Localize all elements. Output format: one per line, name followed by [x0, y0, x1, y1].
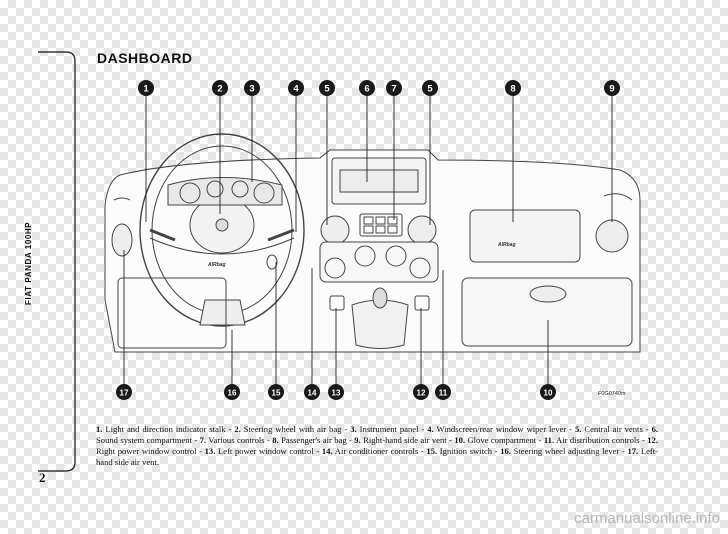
light-stalk — [149, 228, 176, 242]
caption-item-text: Sound system compartment - — [96, 435, 200, 445]
glove-compartment — [461, 277, 633, 347]
callout-top-5: 6 — [359, 80, 375, 96]
caption-item-number: 10. — [454, 435, 466, 445]
svg-text:12: 12 — [417, 388, 426, 397]
callout-bottom-5: 12 — [413, 384, 429, 400]
caption-item-number: 3. — [350, 424, 357, 434]
instrument-panel — [167, 177, 283, 206]
callout-top-3: 4 — [288, 80, 304, 96]
svg-text:15: 15 — [272, 388, 281, 397]
svg-text:10: 10 — [544, 388, 553, 397]
caption-item-text: Steering wheel with air bag - — [240, 424, 351, 434]
caption-item-number: 5. — [574, 424, 582, 434]
caption-item-text: Passenger's air bag - — [278, 435, 355, 445]
caption-item-text: Right power window control - — [96, 446, 205, 456]
svg-text:11: 11 — [439, 388, 448, 397]
callout-top-6: 7 — [386, 80, 402, 96]
svg-text:1: 1 — [143, 83, 149, 94]
svg-text:4: 4 — [293, 83, 299, 94]
callout-bottom-4: 13 — [328, 384, 344, 400]
dashboard-caption: 1. Light and direction indicator stalk -… — [96, 424, 658, 468]
svg-text:9: 9 — [609, 83, 614, 94]
wiper-lever — [267, 228, 295, 242]
caption-item-text: Windscreen/rear window wiper lever - — [433, 424, 575, 434]
svg-text:17: 17 — [120, 388, 129, 397]
caption-item-number: 16. — [500, 446, 511, 456]
figure-code: F0G0740m — [598, 391, 626, 397]
caption-item-number: 8. — [272, 435, 279, 445]
callout-top-1: 2 — [212, 80, 228, 96]
fiat-badge — [215, 218, 229, 232]
svg-text:5: 5 — [324, 83, 330, 94]
caption-item-number: 2. — [234, 424, 241, 434]
driver-airbag-label: AIRbag — [207, 262, 226, 268]
right-side-air-vent — [595, 219, 629, 253]
caption-item-text: Instrument panel - — [356, 424, 428, 434]
callout-top-8: 8 — [505, 80, 521, 96]
caption-item-number: 1. — [96, 424, 103, 434]
page-title: DASHBOARD — [97, 50, 193, 66]
caption-item-number: 13. — [204, 446, 216, 456]
callout-bottom-2: 15 — [268, 384, 284, 400]
svg-text:2: 2 — [217, 83, 222, 94]
callout-bottom-3: 14 — [304, 384, 320, 400]
caption-item-text: Steering wheel adjusting lever - — [510, 446, 628, 456]
caption-item-number: 11. — [543, 435, 555, 445]
svg-text:6: 6 — [364, 83, 369, 94]
svg-text:16: 16 — [228, 388, 237, 397]
watermark: carmanualsonline.info — [574, 510, 720, 527]
callout-bottom-6: 11 — [435, 384, 451, 400]
callout-bottom-7: 10 — [540, 384, 556, 400]
svg-text:13: 13 — [332, 388, 341, 397]
caption-item-text: Central air vents - — [581, 424, 652, 434]
svg-text:3: 3 — [249, 83, 254, 94]
callout-top-2: 3 — [244, 80, 260, 96]
right-window-switch — [414, 295, 430, 311]
callout-bottom-1: 16 — [224, 384, 240, 400]
callout-bottom-0: 17 — [116, 384, 132, 400]
caption-item-number: 14. — [321, 446, 333, 456]
caption-item-text: Air distribution controls - — [554, 435, 648, 445]
svg-text:14: 14 — [308, 388, 317, 397]
central-air-vent-right — [407, 215, 437, 245]
caption-item-text: Air conditioner controls - — [332, 446, 427, 456]
svg-text:5: 5 — [427, 83, 433, 94]
callout-top-4: 5 — [319, 80, 335, 96]
passenger-airbag — [469, 209, 581, 263]
various-controls — [359, 213, 403, 237]
caption-item-number: 12. — [647, 435, 658, 445]
callout-top-0: 1 — [138, 80, 154, 96]
caption-item-text: Left power window control - — [215, 446, 322, 456]
caption-item-text: Ignition switch - — [437, 446, 501, 456]
caption-item-number: 7. — [199, 435, 207, 445]
climate-panel — [319, 241, 439, 283]
passenger-airbag-label: AIRbag — [497, 242, 516, 248]
gear-lever — [351, 299, 409, 349]
svg-text:7: 7 — [391, 83, 396, 94]
caption-item-number: 17. — [627, 446, 639, 456]
caption-item-number: 9. — [354, 435, 361, 445]
caption-item-number: 6. — [651, 424, 659, 434]
caption-item-text: Various controls - — [206, 435, 273, 445]
caption-item-text: Light and direction indicator stalk - — [102, 424, 235, 434]
callout-top-9: 9 — [604, 80, 620, 96]
caption-item-text: Glove compartment - — [465, 435, 544, 445]
caption-item-number: 15. — [426, 446, 438, 456]
central-air-vent-left — [320, 215, 350, 245]
left-window-switch — [329, 295, 345, 311]
callout-top-7: 5 — [422, 80, 438, 96]
caption-item-text: Left-hand side air vent. — [96, 446, 658, 467]
svg-text:8: 8 — [510, 83, 515, 94]
caption-item-number: 4. — [427, 424, 434, 434]
left-side-air-vent — [111, 223, 133, 257]
page-number: 2 — [39, 470, 46, 485]
steering-wheel — [139, 133, 305, 327]
ignition-switch — [266, 254, 278, 270]
caption-item-text: Right-hand side air vent - — [360, 435, 455, 445]
